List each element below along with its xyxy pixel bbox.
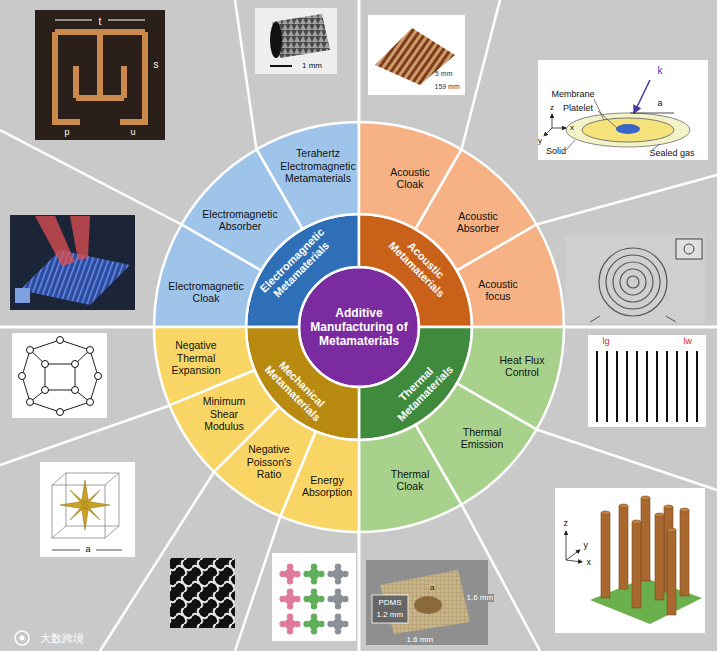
topic-label: Negative Poisson's Ratio: [243, 443, 295, 481]
center-title: Additive Manufacturing of Metamaterials: [307, 306, 411, 349]
topic-label: Acoustic Cloak: [385, 166, 435, 191]
figure-label: 1.6 mm: [406, 636, 435, 645]
figure-label: u: [131, 128, 136, 138]
figure-label: 1.6 mm: [466, 594, 495, 603]
figure-label: Solid: [546, 147, 566, 157]
acoustic-cloak-image: [368, 15, 465, 95]
topic-sector: Electromagnetic Cloak: [151, 221, 265, 330]
figure-label: lg: [602, 337, 611, 347]
figure-label: 5 mm: [435, 70, 453, 78]
figure-label: a: [85, 545, 92, 555]
topic-label: Negative Thermal Expansion: [168, 339, 224, 377]
topic-label: Terahertz Electromagnetic Metamaterials: [278, 147, 358, 185]
figure-label: s: [154, 59, 159, 70]
figure-label: x: [587, 558, 592, 568]
figure-label: z: [550, 104, 554, 113]
topic-sector: Thermal Cloak: [356, 421, 465, 535]
thermal-cloak-photo: [366, 560, 488, 645]
figure-label: 159 mm: [435, 83, 460, 91]
figure-label: 1 mm: [302, 62, 322, 71]
figure-label: a: [658, 99, 663, 109]
split-ring-resonator: [35, 10, 165, 140]
figure-label: Membrane: [552, 90, 595, 100]
figure-label: t: [99, 16, 102, 27]
figure-label: k: [658, 65, 663, 76]
cube-unit-cell: [40, 462, 135, 557]
sector-shape: [453, 221, 567, 330]
topic-label: Heat Flux Control: [496, 354, 548, 379]
figure-label: y: [538, 137, 542, 146]
figure-label: a: [429, 584, 435, 593]
topic-label: Electromagnetic Cloak: [166, 280, 246, 305]
sector-shape: [151, 221, 265, 330]
figure-label: y: [584, 541, 589, 551]
negative-expansion-lattice: [12, 333, 107, 418]
figure-label: Sealed gas: [650, 149, 695, 159]
topic-label: Thermal Emission: [457, 426, 507, 451]
topic-label: Energy Absorption: [297, 474, 357, 499]
figure-label: z: [564, 519, 569, 529]
figure-label: x: [570, 124, 574, 133]
figure-label: Platelet: [563, 104, 593, 114]
acoustic-focus-photo: [565, 235, 705, 323]
em-absorber-image: [10, 215, 135, 310]
topic-sector: Acoustic focus: [453, 221, 567, 330]
figure-label: 大数跨境: [40, 632, 84, 645]
figure-label: PDMS: [379, 599, 402, 608]
pillar-array: [555, 488, 705, 633]
shape-fill: [457, 225, 564, 328]
shape-fill: [359, 425, 462, 532]
shape-fill: [281, 431, 359, 532]
auxetic-lattice-photo: [170, 558, 235, 628]
figure-label: lw: [683, 337, 694, 347]
mechanical-lattice-cells: [272, 553, 356, 641]
topic-label: Electromagnetic Absorber: [200, 208, 280, 233]
terahertz-cylinder: [255, 8, 337, 74]
heat-flux-stripes: [588, 335, 706, 427]
topic-label: Acoustic Absorber: [453, 210, 503, 235]
watermark-logo: [15, 631, 29, 645]
membrane-absorber-sketch: [538, 60, 708, 160]
figure-label: p: [65, 128, 70, 138]
shape-fill: [154, 225, 261, 328]
topic-label: Minimum Shear Modulus: [199, 395, 249, 433]
topic-label: Thermal Cloak: [385, 468, 435, 493]
topic-label: Acoustic focus: [473, 278, 523, 303]
figure-label: 1.2 mm: [377, 611, 404, 620]
topic-sector: Energy Absorption: [277, 428, 362, 535]
